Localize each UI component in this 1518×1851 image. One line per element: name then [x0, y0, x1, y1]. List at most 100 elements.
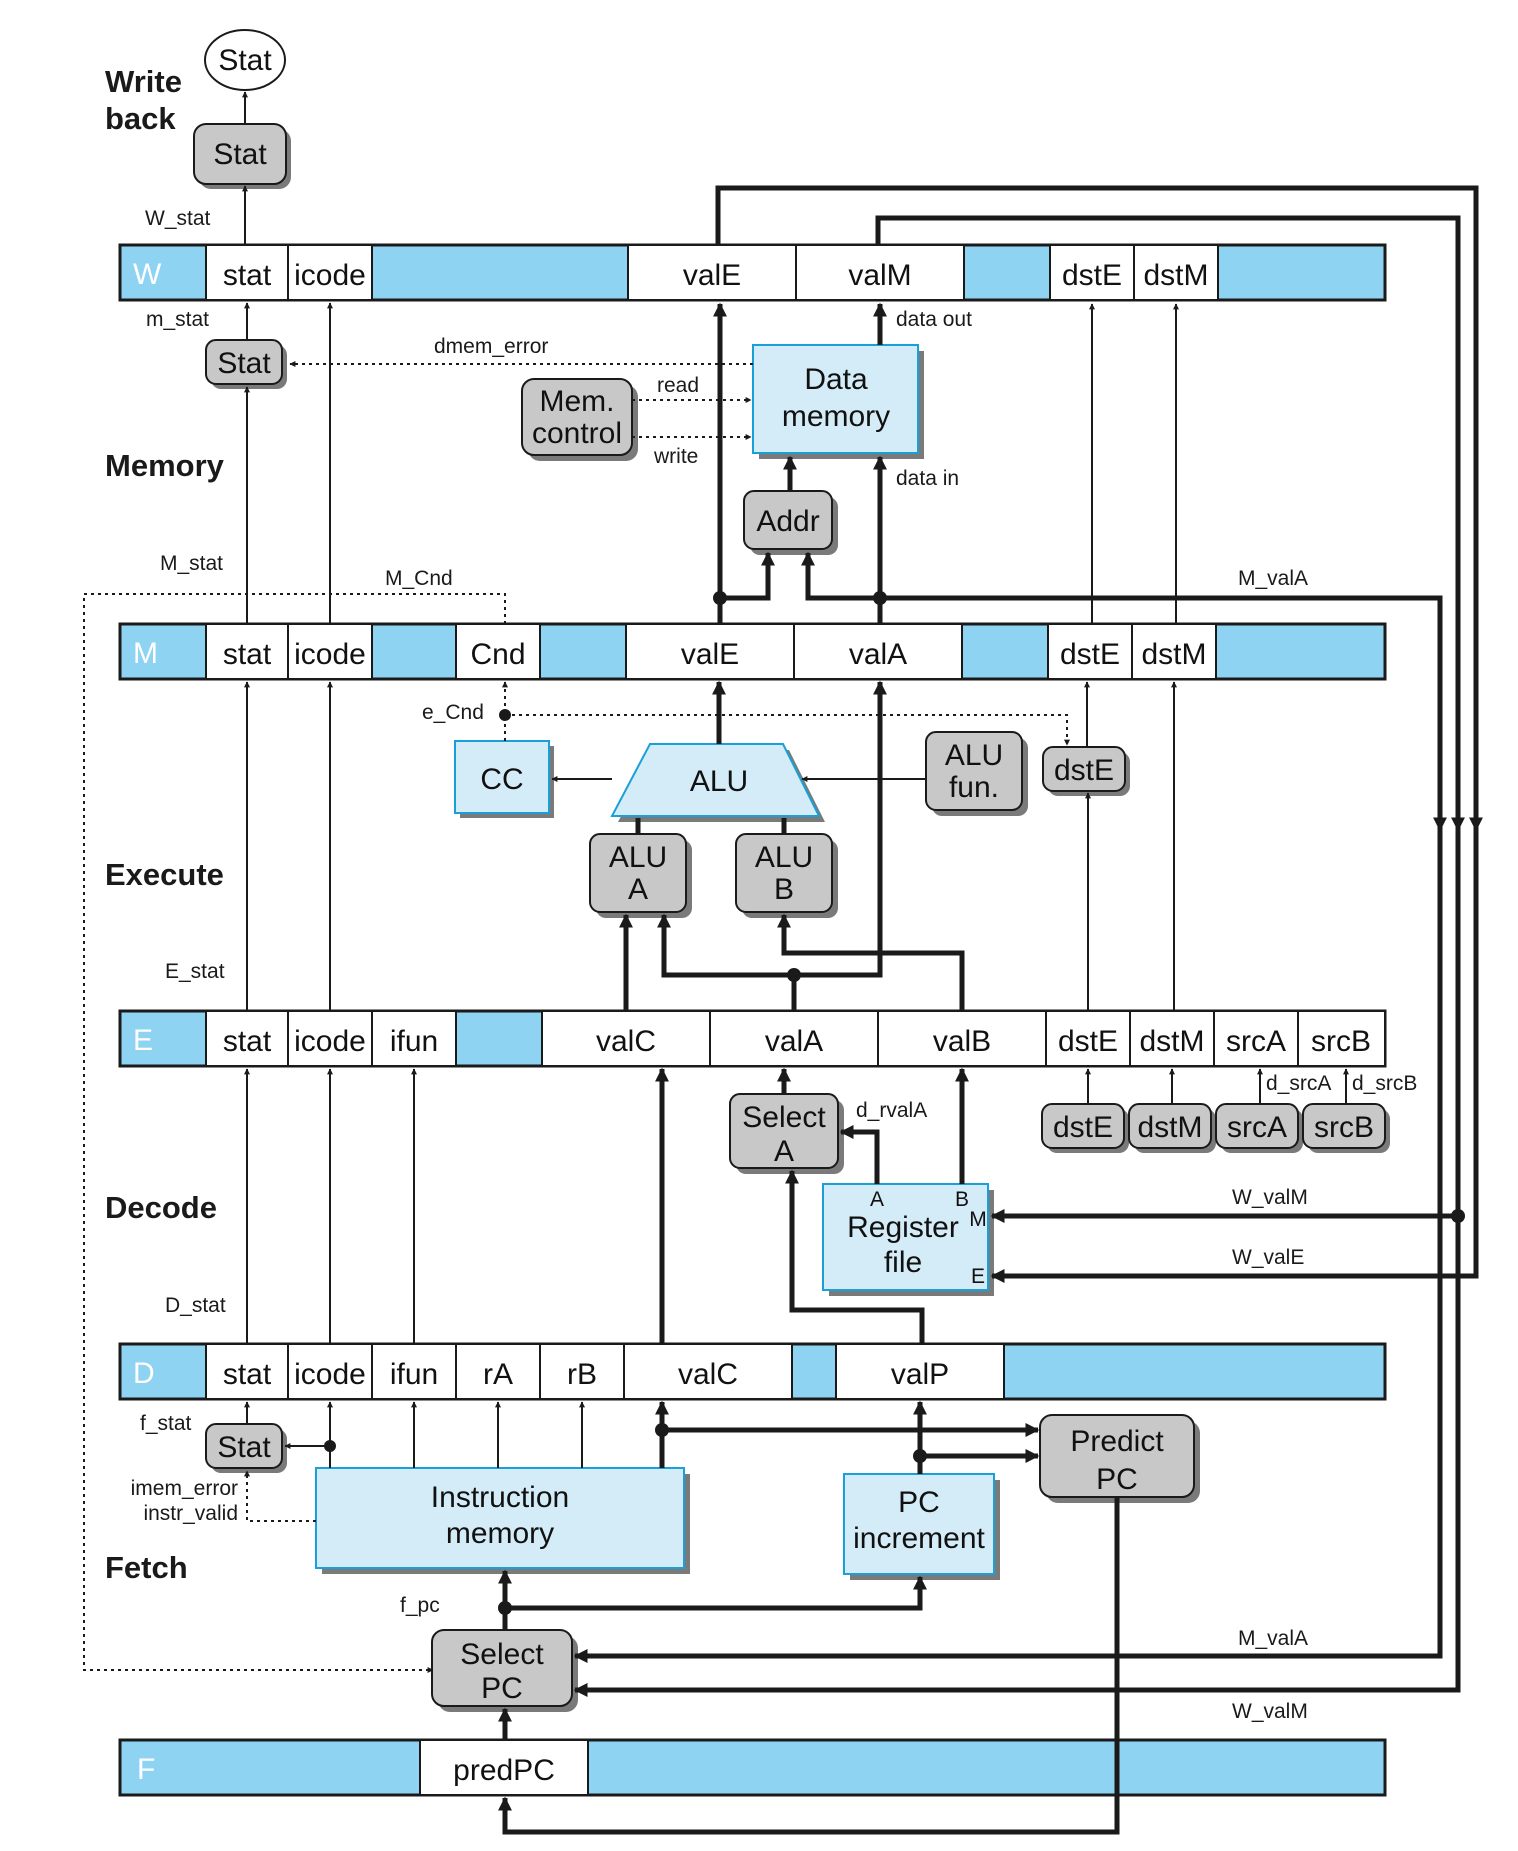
m-stat-signal: m_stat — [146, 308, 209, 331]
alu-fun-line2: fun. — [949, 771, 999, 804]
w-stat-field: stat — [223, 259, 272, 292]
alu-block — [610, 743, 821, 817]
select-pc-line1: Select — [460, 1638, 544, 1671]
rf-port-e: E — [971, 1265, 985, 1288]
stage-label-execute: Execute — [105, 857, 224, 892]
w-valm-field: valM — [848, 259, 911, 292]
w-valm-signal: W_valM — [1232, 1186, 1308, 1209]
e-dste-field: dstE — [1058, 1025, 1118, 1058]
e-valb-to-alu-b-wire — [777, 913, 965, 1011]
pc-increment-line2: increment — [853, 1522, 985, 1555]
select-pc-block — [431, 1629, 573, 1707]
register-e-name: E — [133, 1024, 153, 1057]
f-pc-signal: f_pc — [400, 1594, 440, 1617]
pipeline-register-w: W stat icode valE valM dstE dstM — [118, 243, 1387, 302]
vale-to-addr-wire — [720, 551, 775, 601]
e-vala-to-m-wire — [794, 680, 887, 978]
e-valb-field: valB — [933, 1025, 991, 1058]
w-dste-field: dstE — [1062, 259, 1122, 292]
rf-port-b: B — [955, 1188, 969, 1211]
srca-dec-label: srcA — [1227, 1111, 1287, 1144]
pc-increment-block — [843, 1473, 995, 1575]
register-w-name: W — [133, 258, 162, 291]
dste-exec-block — [1042, 746, 1126, 792]
dmem-error-signal: dmem_error — [434, 335, 548, 358]
stat-f-label: Stat — [217, 1431, 271, 1464]
rf-port-a: A — [870, 1188, 884, 1211]
w-stat-signal: W_stat — [145, 207, 211, 230]
stage-label-memory: Memory — [105, 448, 225, 483]
register-d-name: D — [133, 1357, 155, 1390]
imem-error-signal: imem_error — [131, 1477, 238, 1500]
register-m-name: M — [133, 637, 158, 670]
alu-a-line2: A — [628, 873, 648, 906]
d-rb-field: rB — [567, 1358, 597, 1391]
e-srcb-field: srcB — [1311, 1025, 1371, 1058]
e-srca-field: srcA — [1226, 1025, 1286, 1058]
alu-b-line1: ALU — [755, 841, 813, 874]
stat-f-block — [205, 1423, 283, 1469]
pipeline-register-f: F predPC — [118, 1738, 1387, 1797]
srcb-dec-label: srcB — [1314, 1111, 1374, 1144]
m-vale-field: valE — [681, 638, 739, 671]
e-valc-field: valC — [596, 1025, 656, 1058]
m-vala-pc-signal: M_valA — [1238, 1627, 1308, 1650]
f-pc-junction — [498, 1601, 512, 1615]
mem-control-line2: control — [532, 417, 622, 450]
cc-label: CC — [480, 763, 523, 796]
imem-block — [315, 1467, 685, 1569]
e-cnd-signal: e_Cnd — [422, 701, 484, 724]
stage-label-decode: Decode — [105, 1190, 217, 1225]
e-ifun-field: ifun — [390, 1025, 438, 1058]
d-rvala-signal: d_rvalA — [856, 1099, 927, 1122]
rf-port-m: M — [969, 1208, 987, 1231]
d-ifun-field: ifun — [390, 1358, 438, 1391]
m-dste-field: dstE — [1060, 638, 1120, 671]
stat-m-block — [205, 339, 283, 385]
alu-fun-line1: ALU — [945, 739, 1003, 772]
w-valm-pc-signal: W_valM — [1232, 1700, 1308, 1723]
register-file-line2: file — [884, 1246, 922, 1279]
register-f-name: F — [137, 1753, 155, 1786]
stage-label-write: Write — [105, 64, 182, 99]
e-dstm-field: dstM — [1139, 1025, 1204, 1058]
d-srca-signal: d_srcA — [1266, 1072, 1331, 1095]
write-signal: write — [653, 445, 698, 468]
d-valp-to-select-a-wire — [785, 1169, 925, 1344]
read-signal: read — [657, 374, 699, 397]
m-cnd-signal: M_Cnd — [385, 567, 453, 590]
data-memory-line2: memory — [782, 400, 890, 433]
srcb-dec-block — [1302, 1103, 1386, 1149]
e-stat-signal: E_stat — [165, 960, 225, 983]
e-vala-field: valA — [765, 1025, 823, 1058]
predict-pc-line2: PC — [1096, 1463, 1138, 1496]
d-ra-field: rA — [483, 1358, 513, 1391]
m-dstm-field: dstM — [1141, 638, 1206, 671]
register-file-line1: Register — [847, 1211, 959, 1244]
f-predpc-field: predPC — [453, 1754, 555, 1787]
m-vala-signal: M_valA — [1238, 567, 1308, 590]
dste-exec-label: dstE — [1054, 754, 1114, 787]
d-valc-field: valC — [678, 1358, 738, 1391]
d-srcb-signal: d_srcB — [1352, 1072, 1417, 1095]
mem-control-line1: Mem. — [540, 385, 615, 418]
dstm-dec-block — [1128, 1103, 1212, 1149]
valc-junction — [655, 1423, 669, 1437]
pipeline-register-m: M stat icode Cnd valE valA dstE dstM — [118, 622, 1387, 681]
m-icode-field: icode — [294, 638, 366, 671]
e-cnd-to-dste-wire — [505, 714, 1070, 746]
srca-dec-block — [1215, 1103, 1299, 1149]
predict-pc-line1: Predict — [1070, 1425, 1164, 1458]
m-cnd-field: Cnd — [470, 638, 525, 671]
w-dstm-field: dstM — [1143, 259, 1208, 292]
dstm-dec-label: dstM — [1137, 1111, 1202, 1144]
data-in-signal: data in — [896, 467, 959, 490]
dste-dec-label: dstE — [1053, 1111, 1113, 1144]
e-icode-field: icode — [294, 1025, 366, 1058]
mem-control-block — [521, 378, 633, 456]
stage-label-fetch: Fetch — [105, 1550, 188, 1585]
pipeline-register-d: D stat icode ifun rA rB valC valP — [118, 1342, 1387, 1401]
stage-label-back: back — [105, 101, 176, 136]
cc-block — [454, 740, 550, 814]
